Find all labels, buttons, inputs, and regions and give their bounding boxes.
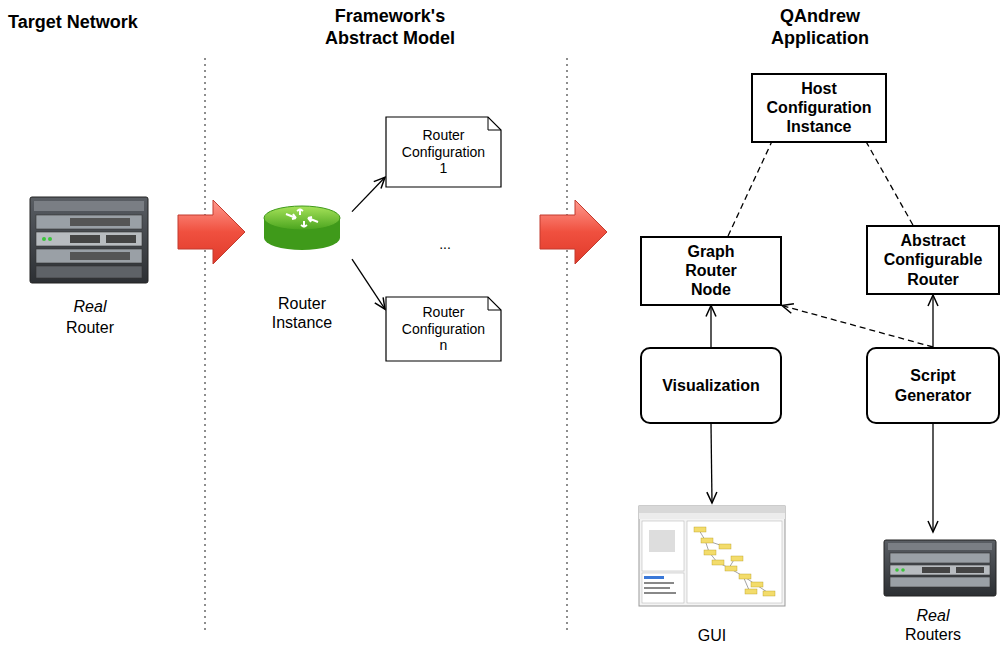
- router-image: [884, 540, 996, 596]
- separator: [204, 58, 205, 630]
- module-box: Visualization: [640, 347, 782, 424]
- class-box: Abstract Configurable Router: [866, 225, 1000, 295]
- arrow-head: [375, 297, 385, 309]
- arrow-head: [707, 492, 717, 503]
- connector-line: [932, 295, 933, 347]
- class-box: Host Configuration Instance: [751, 73, 887, 143]
- node-text: Abstract Configurable Router: [875, 231, 991, 289]
- node-text: Graph Router Node: [664, 242, 758, 300]
- class-box: Graph Router Node: [640, 236, 782, 306]
- dependency-line: [728, 143, 771, 236]
- arrow-head: [374, 177, 385, 188]
- gui-node: GUI: [636, 503, 788, 647]
- gui-screenshot: [639, 506, 785, 606]
- ellipsis: ...: [423, 236, 467, 253]
- node-text: GUI: [698, 626, 726, 645]
- arrow-head: [928, 295, 938, 306]
- connector-line: [728, 143, 771, 236]
- column-heading: Target Network: [8, 12, 208, 34]
- separator: [566, 58, 567, 630]
- connector-line: [352, 177, 385, 211]
- connector-line: [352, 259, 385, 309]
- device-caption: Router: [50, 318, 130, 337]
- node-text: Routers: [905, 625, 961, 644]
- router-icon: [264, 206, 340, 250]
- node-text: Router Instance: [254, 294, 350, 332]
- connector: [352, 177, 385, 211]
- connector-line: [710, 306, 711, 347]
- arrow-head: [782, 304, 794, 314]
- flow-arrow: [178, 200, 245, 264]
- router-image: [30, 197, 148, 283]
- connector: [352, 259, 385, 309]
- device-caption: Real: [50, 297, 130, 316]
- connector: [706, 306, 716, 347]
- module-box: Script Generator: [866, 347, 1000, 424]
- routers-node: RealRouters: [866, 532, 1000, 646]
- connector-line: [782, 306, 933, 347]
- dependency-line: [782, 304, 933, 347]
- node-text: Visualization: [662, 376, 760, 395]
- arrow-head: [928, 521, 938, 532]
- document-fold: [488, 117, 501, 130]
- document-fold: [488, 297, 501, 310]
- router-instance: Router Instance: [252, 198, 352, 334]
- arrow-head: [706, 306, 716, 317]
- flow-arrow: [540, 200, 607, 264]
- column-heading: Framework's Abstract Model: [300, 6, 480, 49]
- connector: [707, 424, 717, 503]
- document-outline: [386, 117, 501, 187]
- node-text: Script Generator: [880, 366, 986, 404]
- node-text: Host Configuration Instance: [761, 79, 877, 137]
- connector: [928, 424, 938, 532]
- connector-line: [867, 143, 913, 225]
- column-heading: QAndrew Application: [745, 6, 895, 49]
- dependency-line: [867, 143, 913, 225]
- config-document: Router Configuration n: [385, 296, 502, 362]
- node-text: Router Configuration n: [398, 304, 489, 354]
- node-text: Router Configuration 1: [398, 127, 489, 177]
- connector-line: [711, 424, 712, 503]
- connector-line: [932, 424, 933, 532]
- node-text: Real: [917, 606, 950, 625]
- document-outline: [386, 297, 501, 361]
- connector: [928, 295, 938, 347]
- config-document: Router Configuration 1: [385, 116, 502, 188]
